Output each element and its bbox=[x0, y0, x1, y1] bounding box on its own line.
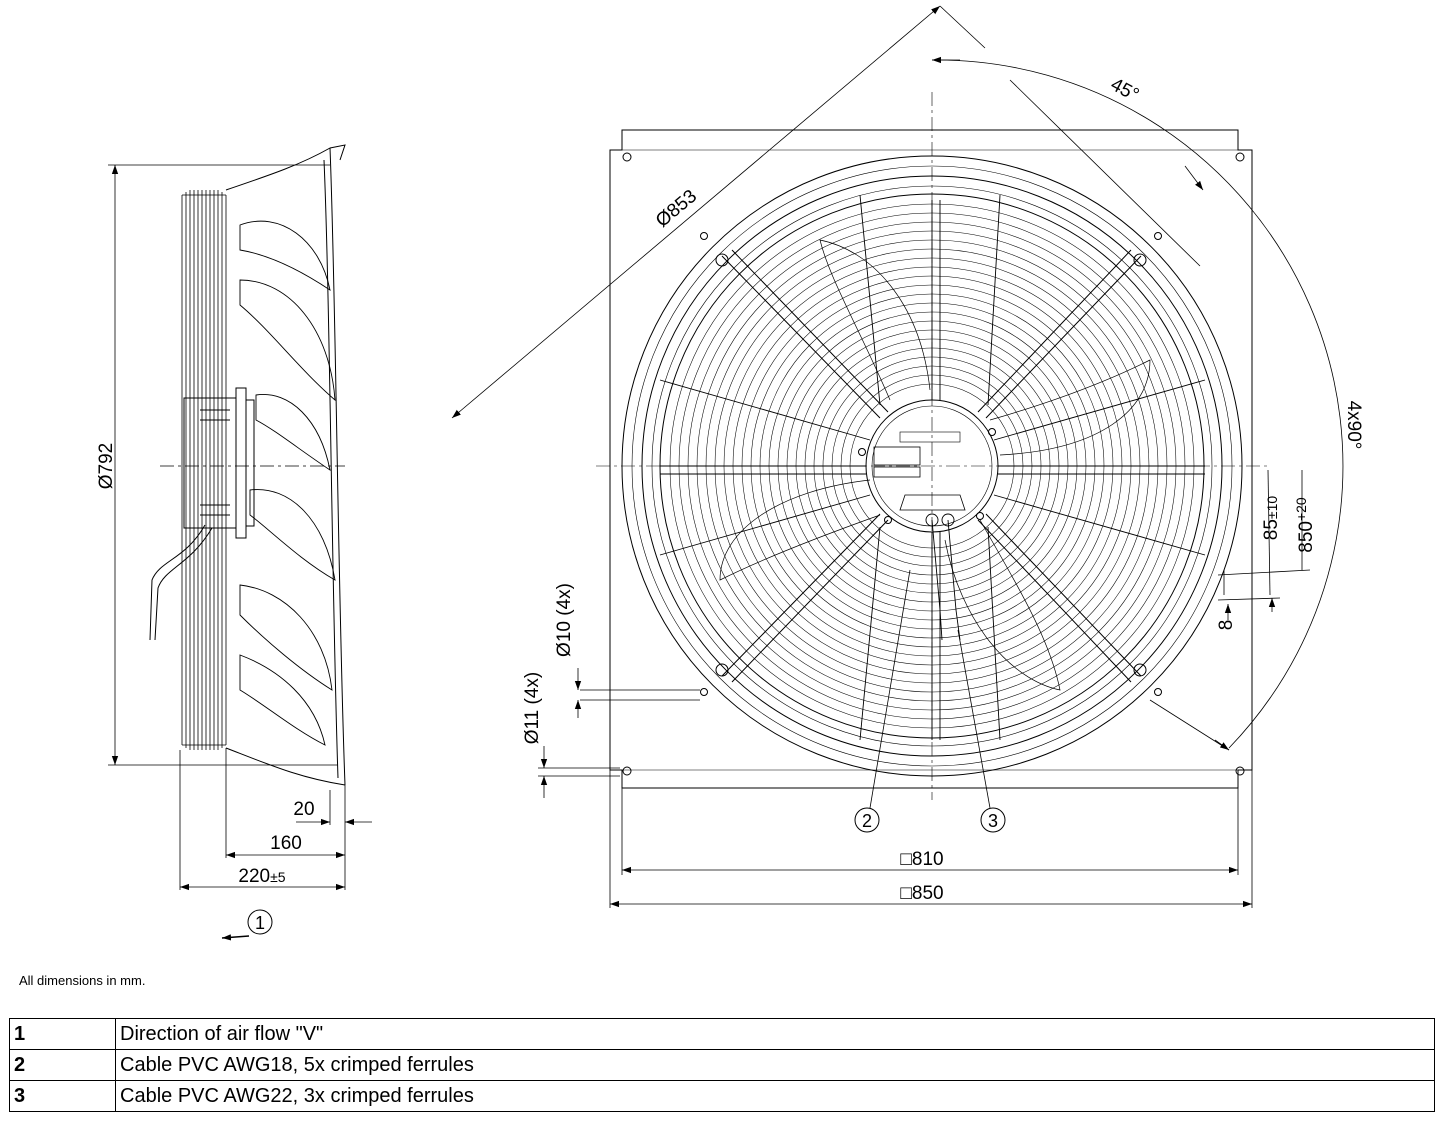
side-cable bbox=[149, 524, 213, 641]
callout-2-label: 2 bbox=[862, 811, 872, 831]
side-motor-hub bbox=[183, 387, 255, 539]
callout-3: 3 bbox=[980, 807, 1006, 833]
side-housing bbox=[225, 144, 346, 786]
legend-text: Direction of air flow "V" bbox=[115, 1018, 1435, 1050]
dim-4x90-deg: 4x90° bbox=[1343, 401, 1364, 450]
dim-850-height-value: 850 bbox=[1296, 521, 1317, 553]
legend-number: 1 bbox=[9, 1018, 116, 1050]
dim-220: 220±5 bbox=[238, 866, 285, 887]
legend-number: 3 bbox=[9, 1080, 116, 1112]
legend-row: 1 Direction of air flow "V" bbox=[9, 1018, 1435, 1050]
legend-row: 3 Cable PVC AWG22, 3x crimped ferrules bbox=[9, 1080, 1435, 1112]
dim-160: 160 bbox=[270, 833, 302, 854]
callout-3-label: 3 bbox=[988, 811, 998, 831]
callout-1-label: 1 bbox=[255, 913, 265, 933]
front-cables bbox=[925, 513, 961, 641]
legend-number: 2 bbox=[9, 1049, 116, 1081]
legend-row: 2 Cable PVC AWG18, 5x crimped ferrules bbox=[9, 1049, 1435, 1081]
side-blades bbox=[239, 220, 336, 746]
dim-85-value: 85 bbox=[1261, 519, 1282, 540]
dim-20: 20 bbox=[293, 799, 314, 820]
legend-table: 1 Direction of air flow "V" 2 Cable PVC … bbox=[9, 1018, 1435, 1112]
dim-hole-diameter-11: Ø11 (4x) bbox=[522, 672, 543, 745]
dim-220-value: 220 bbox=[238, 866, 270, 887]
side-view bbox=[149, 144, 346, 786]
dim-850-height: 850+20 bbox=[1293, 497, 1317, 553]
legend-text: Cable PVC AWG18, 5x crimped ferrules bbox=[115, 1049, 1435, 1081]
dim-hole-diameter-10: Ø10 (4x) bbox=[554, 583, 575, 657]
front-dimensions bbox=[451, 5, 1344, 908]
technical-drawing: Ø792 20 160 220±5 1 bbox=[96, 5, 1364, 941]
units-note: All dimensions in mm. bbox=[19, 973, 146, 988]
dim-diameter-853: Ø853 bbox=[652, 186, 701, 232]
callout-1: 1 bbox=[247, 909, 273, 935]
dim-square-810: □810 bbox=[900, 849, 943, 870]
dim-square-850: □850 bbox=[900, 883, 943, 904]
impeller-blades bbox=[719, 239, 1151, 691]
dim-220-tolerance: ±5 bbox=[270, 869, 286, 885]
legend-text: Cable PVC AWG22, 3x crimped ferrules bbox=[115, 1080, 1435, 1112]
support-struts bbox=[700, 232, 1162, 696]
dim-45-deg: 45° bbox=[1107, 74, 1142, 106]
dim-850-height-tolerance: +20 bbox=[1293, 497, 1309, 521]
side-grille bbox=[181, 190, 227, 750]
dim-8: 8 bbox=[1216, 620, 1237, 631]
dim-diameter-792: Ø792 bbox=[96, 443, 117, 489]
callout-2: 2 bbox=[854, 807, 880, 833]
dim-85: 85±10 bbox=[1261, 496, 1282, 541]
side-dimensions bbox=[108, 164, 372, 941]
dim-85-tolerance: ±10 bbox=[1264, 496, 1280, 519]
